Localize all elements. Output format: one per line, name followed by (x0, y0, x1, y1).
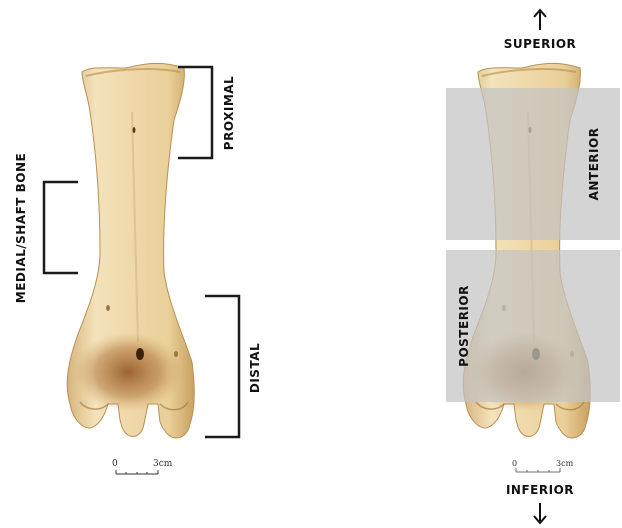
distal-bracket (205, 296, 239, 437)
inferior-label: INFERIOR (506, 483, 574, 497)
scale-bar-left: 0 3cm (112, 459, 173, 474)
distal-label: DISTAL (248, 343, 262, 393)
bone-left (67, 63, 194, 438)
scale-end-label: 3cm (153, 459, 173, 469)
proximal-label: PROXIMAL (222, 76, 236, 150)
posterior-region (446, 250, 620, 402)
arrow-up-icon (534, 10, 546, 30)
superior-label: SUPERIOR (504, 37, 577, 51)
scale-bar-right: 0 3cm (512, 459, 574, 472)
scale-start-label-right: 0 (512, 459, 517, 468)
scale-end-label-right: 3cm (556, 459, 574, 468)
arrow-down-icon (534, 503, 546, 523)
anterior-label: ANTERIOR (587, 128, 601, 201)
medial-shaft-label: MEDIAL/SHAFT BONE (14, 153, 28, 304)
medial-shaft-bracket (44, 182, 78, 273)
scale-start-label: 0 (112, 459, 118, 469)
posterior-label: POSTERIOR (457, 285, 471, 367)
